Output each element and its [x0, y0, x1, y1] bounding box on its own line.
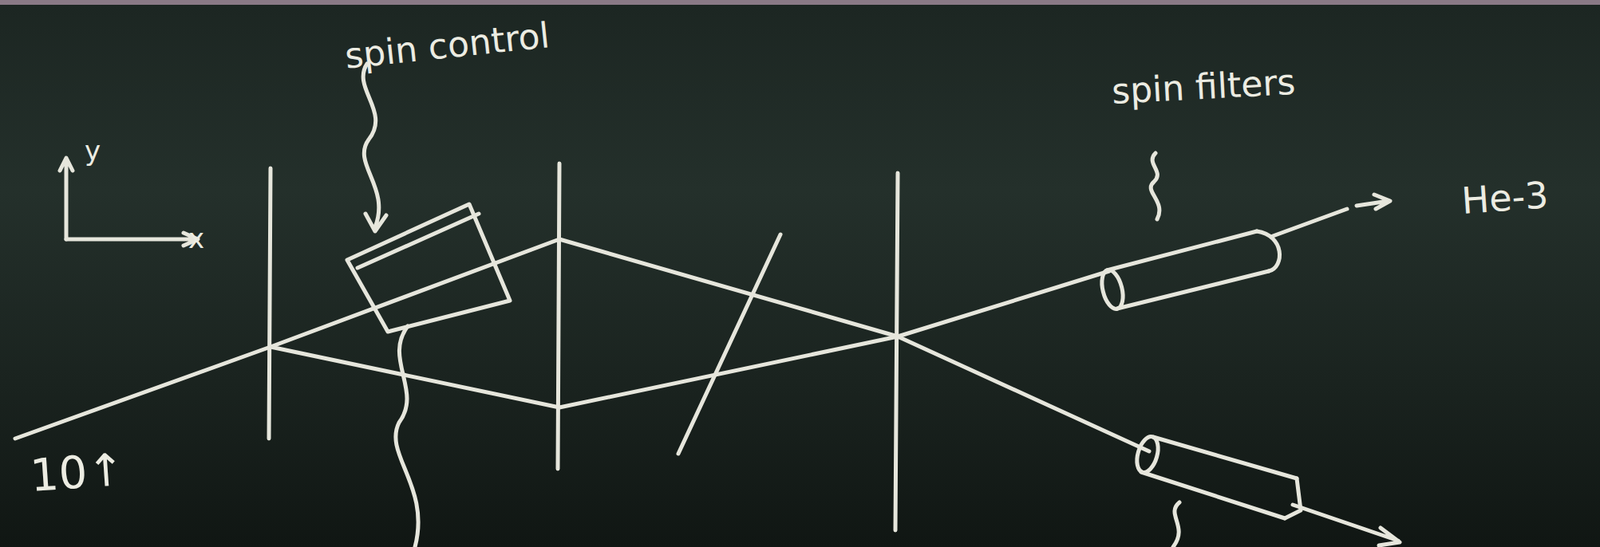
spin-filter-cylinder	[1106, 231, 1269, 309]
beam-path	[270, 336, 898, 408]
brace	[1150, 153, 1160, 220]
phase-plate	[678, 234, 781, 455]
beam-arrow	[1292, 505, 1400, 546]
beam-splitter	[895, 173, 898, 531]
y-axis	[59, 158, 73, 240]
beam-path	[897, 336, 1150, 452]
mirror	[557, 163, 560, 470]
spin-filter-cylinder	[1133, 434, 1162, 476]
wavy-line	[395, 326, 419, 547]
axis-label: y	[84, 137, 101, 166]
axis-label: x	[188, 225, 205, 254]
beam-path	[15, 239, 1110, 439]
beam-arrow	[1356, 194, 1391, 210]
beam-splitter	[268, 168, 271, 439]
spin-filter-cylinder	[1098, 268, 1126, 312]
part-label: spin filters	[1110, 63, 1296, 111]
part-label: spin control	[343, 13, 585, 76]
spin-filter-cylinder	[1284, 478, 1301, 519]
spin-filter-cylinder	[1256, 231, 1280, 272]
beam-path	[1272, 209, 1348, 237]
detector-label: He-3	[1460, 175, 1550, 221]
state-label: 10↑	[28, 446, 127, 501]
x-axis	[66, 233, 198, 246]
wavy-leader	[363, 63, 387, 232]
spin-filter-cylinder	[1141, 437, 1297, 519]
brace	[1173, 502, 1180, 547]
board-edge	[0, 0, 1600, 5]
